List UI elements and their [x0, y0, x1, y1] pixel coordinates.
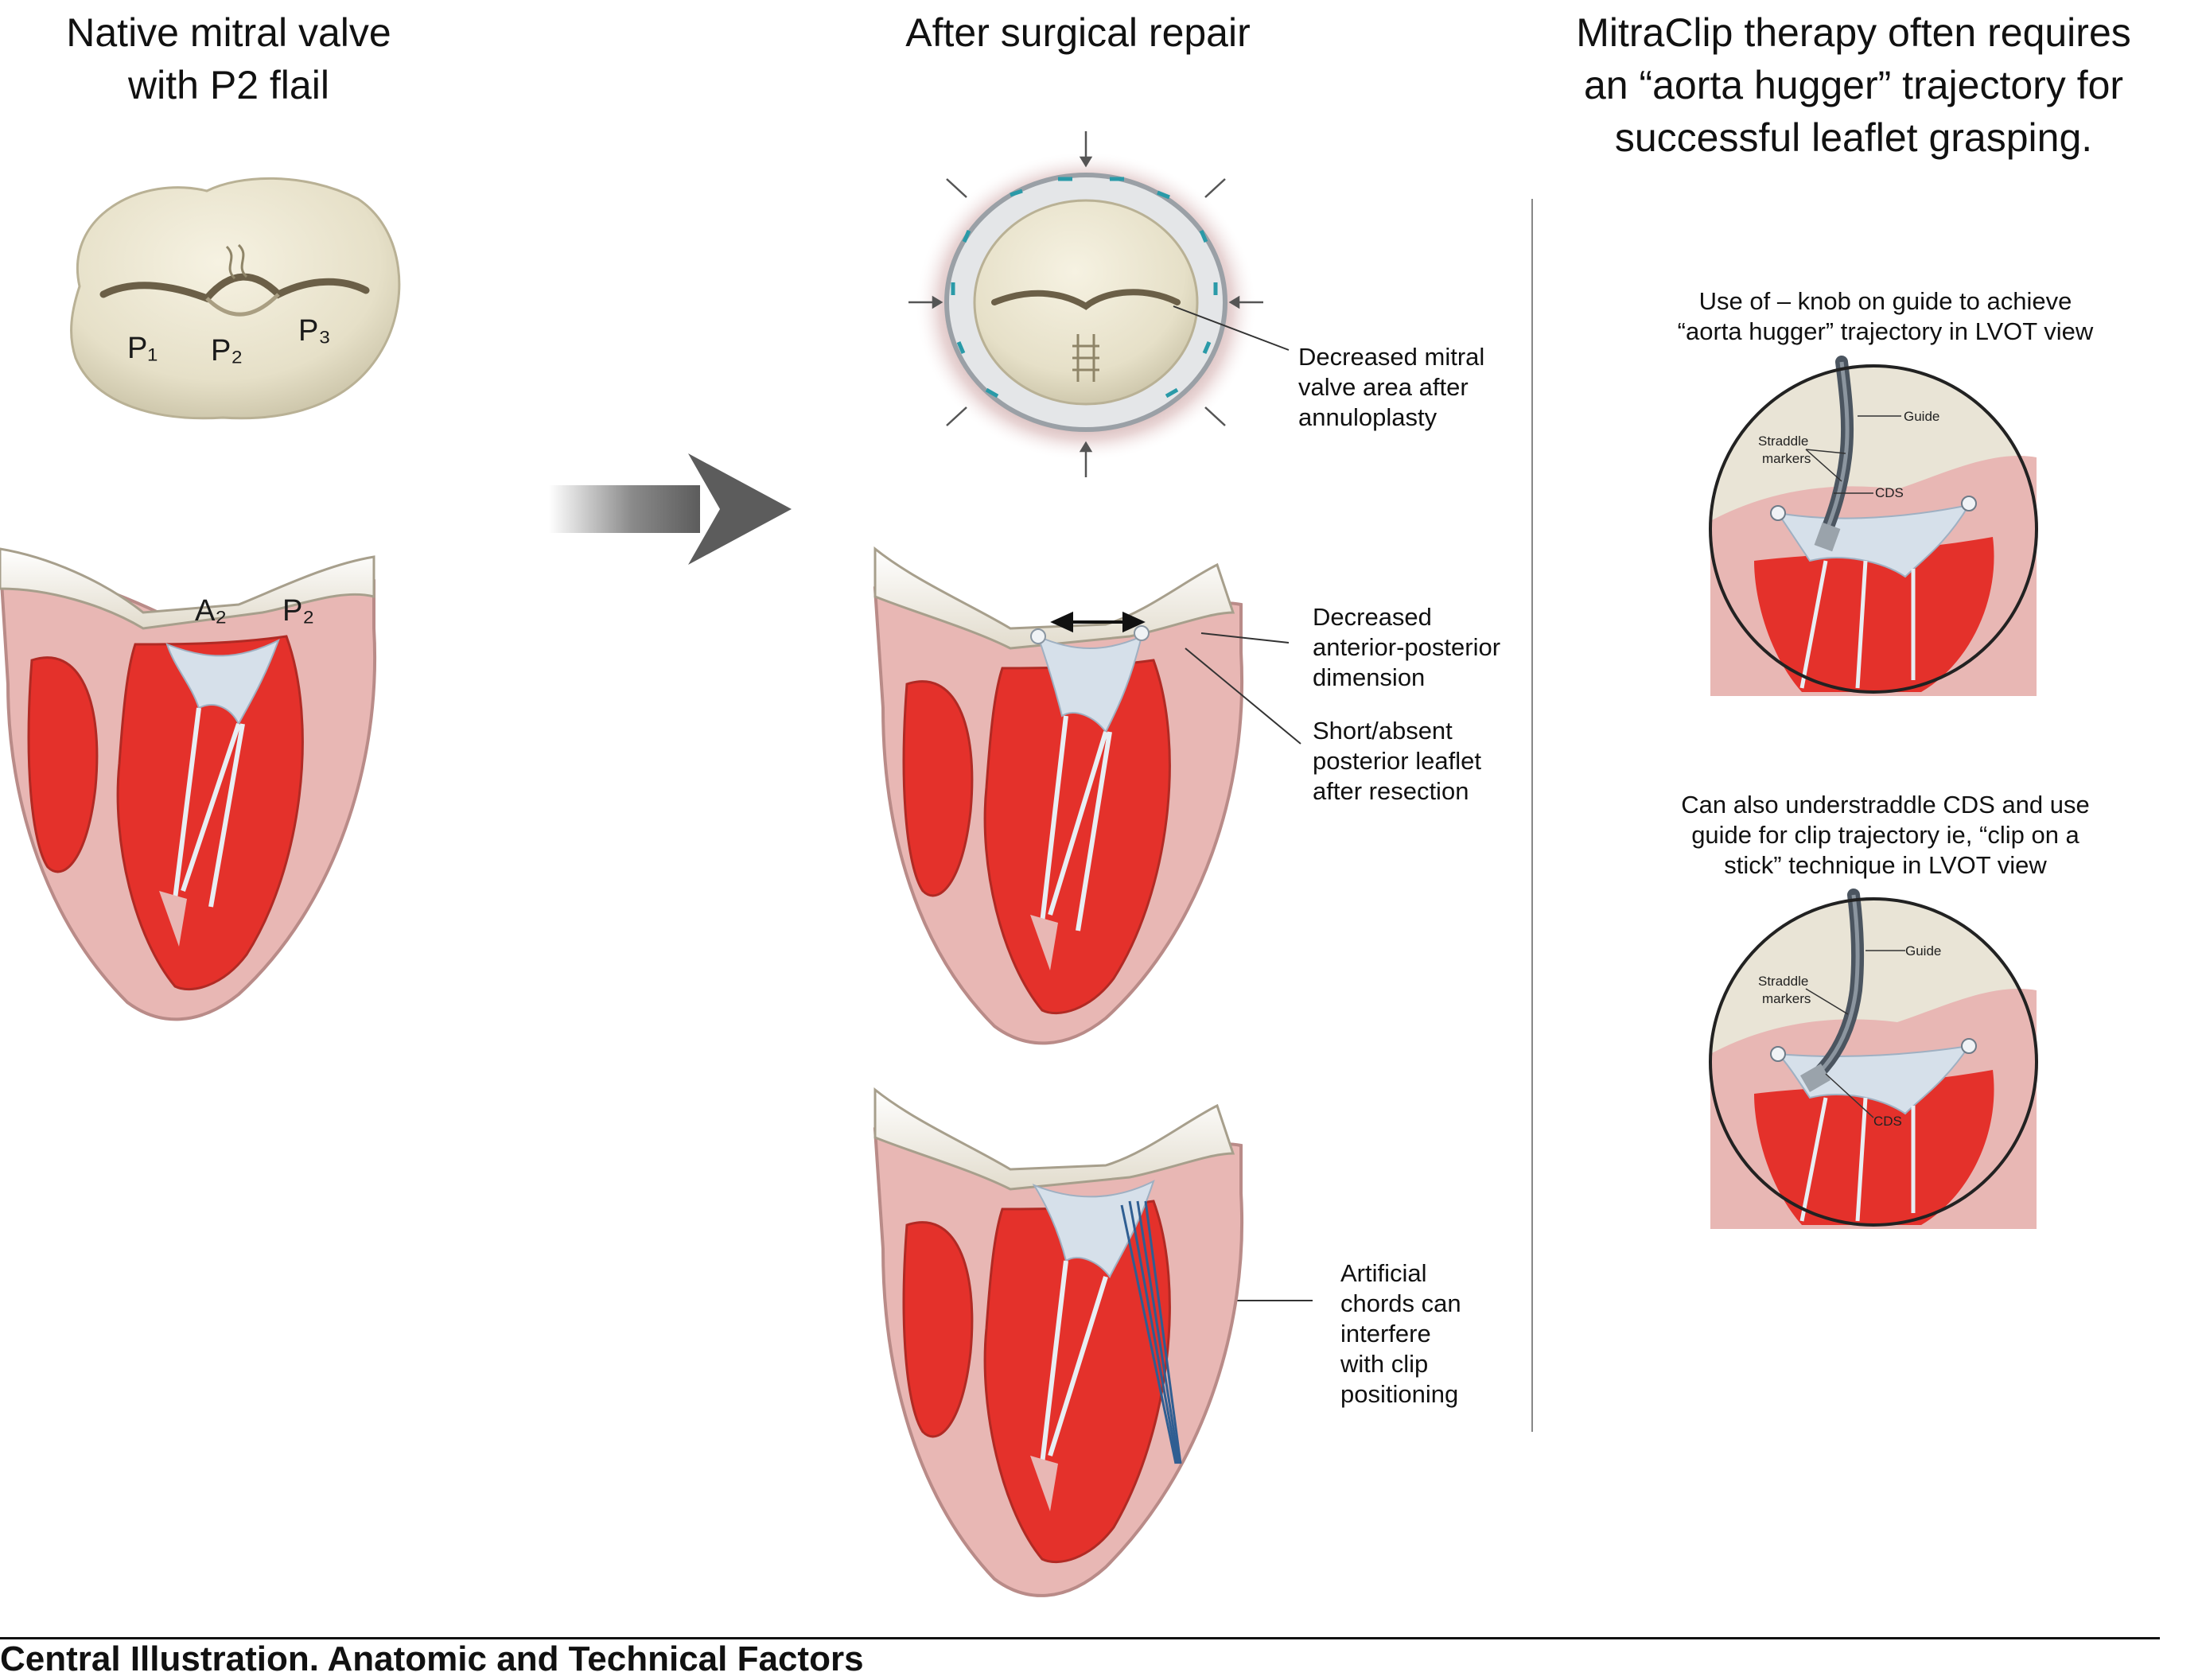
- label-guide-1: Guide: [1904, 409, 1939, 424]
- label-straddle-1b: markers: [1762, 451, 1811, 466]
- header-repair: After surgical repair: [905, 10, 1251, 55]
- label-cds-1: CDS: [1875, 485, 1904, 500]
- annotation-artificial-chords: Artificial chords can interfere with cli…: [1340, 1259, 1461, 1408]
- annuloplasty-ring-illustration: [908, 131, 1263, 477]
- label-cds-2: CDS: [1873, 1114, 1902, 1129]
- label-p2: P₂: [211, 334, 243, 368]
- label-straddle-1a: Straddle: [1758, 434, 1808, 449]
- label-a2: A₂: [195, 594, 227, 628]
- vertical-divider: [1531, 199, 1533, 1432]
- label-straddle-2b: markers: [1762, 991, 1811, 1006]
- annotation-annuloplasty: Decreased mitral valve area after annulo…: [1298, 343, 1485, 431]
- header-mitraclip: MitraClip therapy often requires an “aor…: [1576, 10, 2131, 160]
- mitraclip-circle-1: Guide Straddle markers CDS: [1709, 356, 2038, 696]
- footer-rule: [0, 1637, 2160, 1639]
- annotation-ap-dimension: Decreased anterior-posterior dimension: [1313, 603, 1501, 691]
- artificial-chords-heart-illustration: [873, 1087, 1244, 1597]
- footer-title: Central Illustration. Anatomic and Techn…: [0, 1639, 864, 1678]
- label-p3: P₃: [298, 314, 331, 348]
- label-p1: P₁: [127, 332, 158, 365]
- annotation-short-leaflet: Short/absent posterior leaflet after res…: [1313, 717, 1481, 805]
- native-valve-illustration: P₁ P₂ P₃: [70, 177, 401, 420]
- repaired-heart-illustration: [873, 546, 1244, 1045]
- mitraclip-caption-2: Can also understraddle CDS and use guide…: [1681, 791, 2090, 879]
- header-native: Native mitral valve with P2 flail: [66, 10, 391, 107]
- label-p2-heart: P₂: [282, 594, 314, 628]
- label-guide-2: Guide: [1905, 943, 1941, 959]
- mitraclip-circle-2: Guide Straddle markers CDS: [1709, 889, 2038, 1229]
- native-heart-illustration: A₂ P₂: [0, 547, 377, 1021]
- mitraclip-caption-1: Use of – knob on guide to achieve “aorta…: [1677, 287, 2094, 345]
- transition-arrow: [549, 453, 792, 565]
- label-straddle-2a: Straddle: [1758, 974, 1808, 989]
